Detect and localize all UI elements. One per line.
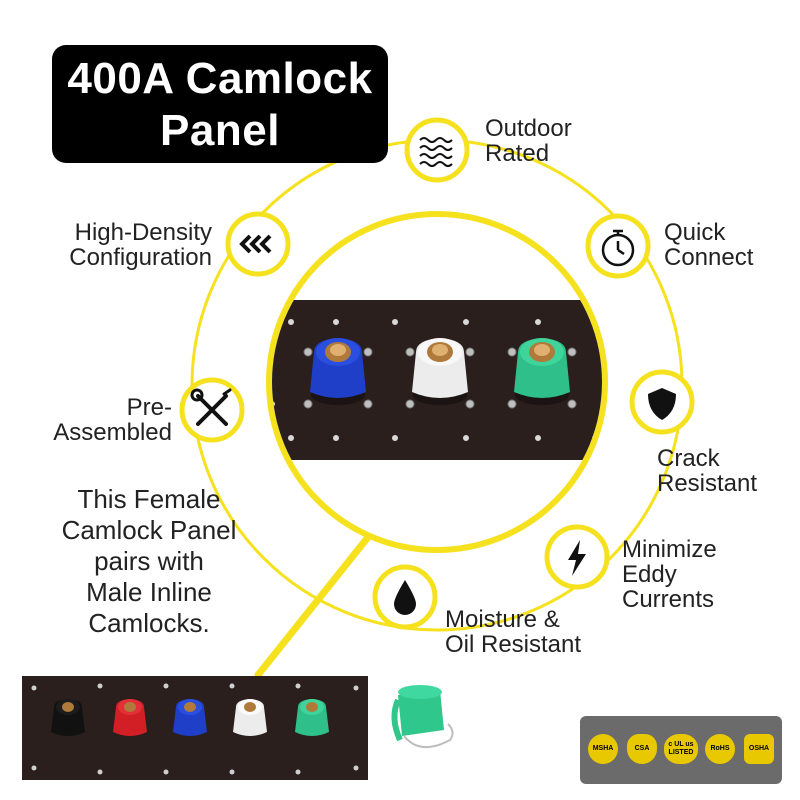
feature-label-assembled: Pre- Assembled bbox=[53, 394, 172, 446]
zoom-camlock-white bbox=[412, 338, 468, 405]
panel-camlock-black bbox=[51, 699, 85, 736]
chevrons-left-icon bbox=[239, 234, 272, 254]
ul-badge: c UL us LISTED bbox=[664, 734, 698, 764]
camlock-panel-full bbox=[22, 676, 368, 780]
panel-camlock-blue bbox=[173, 699, 207, 736]
csa-badge: CSA bbox=[627, 734, 657, 764]
feature-icon-moisture bbox=[372, 564, 438, 630]
panel-camlock-white bbox=[233, 699, 267, 736]
stopwatch-icon bbox=[601, 229, 635, 267]
zoom-detail bbox=[272, 300, 602, 460]
feature-icon-eddy bbox=[544, 524, 610, 590]
shield-icon bbox=[648, 388, 676, 420]
wrench-screwdriver-icon bbox=[190, 388, 232, 426]
feature-label-moisture: Moisture & Oil Resistant bbox=[445, 606, 582, 658]
osha-badge: OSHA bbox=[744, 734, 774, 764]
feature-icon-outdoor bbox=[404, 117, 470, 183]
camlock-cap bbox=[391, 685, 454, 748]
certification-badges: MSHA CSA c UL us LISTED RoHS OSHA bbox=[580, 716, 782, 784]
water-waves-icon bbox=[419, 137, 453, 167]
feature-label-crack: Crack Resistant bbox=[657, 445, 758, 497]
droplet-icon bbox=[394, 580, 416, 615]
panel-camlock-red bbox=[113, 699, 147, 736]
panel-camlock-green bbox=[295, 699, 329, 736]
title-line-1: 400A Camlock bbox=[67, 54, 373, 103]
feature-icon-crack bbox=[629, 369, 695, 435]
feature-icon-assembled bbox=[179, 377, 245, 443]
zoom-camlock-blue bbox=[310, 338, 366, 405]
msha-badge: MSHA bbox=[588, 734, 618, 764]
product-description: This Female Camlock Panel pairs with Mal… bbox=[61, 484, 237, 638]
feature-label-eddy: Minimize Eddy Currents bbox=[622, 536, 717, 613]
feature-label-outdoor: Outdoor Rated bbox=[485, 115, 572, 167]
feature-label-density: High-Density Configuration bbox=[69, 219, 212, 271]
title-banner: 400A Camlock Panel bbox=[52, 45, 388, 163]
rohs-badge: RoHS bbox=[705, 734, 735, 764]
zoom-camlock-green bbox=[514, 338, 570, 405]
feature-label-quick: Quick Connect bbox=[664, 219, 754, 271]
title-line-2: Panel bbox=[160, 106, 280, 155]
feature-icon-density bbox=[225, 211, 291, 277]
lightning-bolt-icon bbox=[568, 540, 586, 576]
feature-icon-quick bbox=[585, 213, 651, 279]
